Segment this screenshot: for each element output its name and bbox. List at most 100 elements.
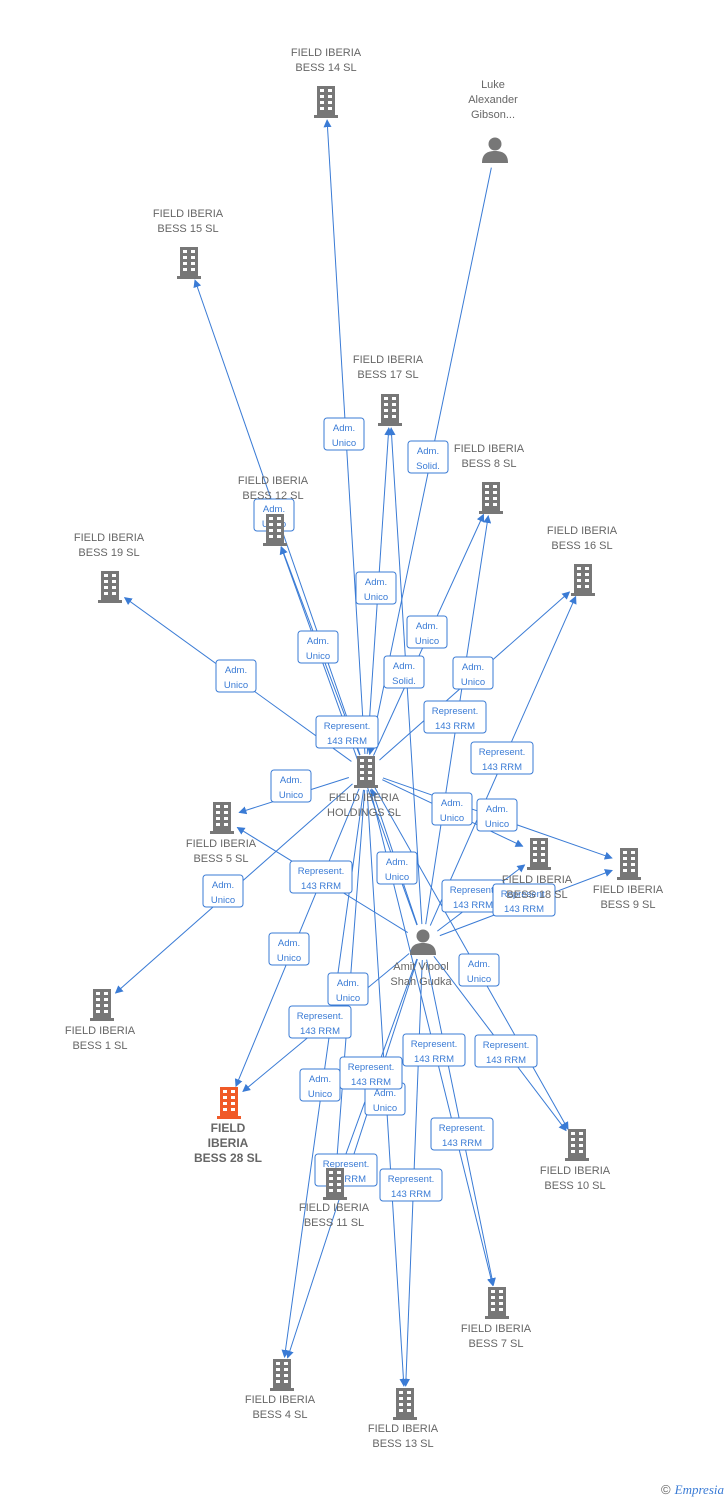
node-label: BESS 4 SL xyxy=(252,1409,307,1421)
edge-label-amit-to-b7[interactable]: Represent.143 RRM xyxy=(430,1117,494,1151)
edge-label-hold-to-b17[interactable]: Adm.Unico xyxy=(355,571,397,605)
building-icon xyxy=(98,571,122,603)
edge-label-text: Unico xyxy=(211,895,235,906)
edge-label-hold-to-b16[interactable]: Adm.Unico xyxy=(452,656,494,690)
edge-label-hold-to-b19[interactable]: Adm.Unico xyxy=(215,659,257,693)
edge-label-text: 143 RRM xyxy=(435,721,475,732)
edge-label-hold-to-b12[interactable]: Adm.Unico xyxy=(297,630,339,664)
edge-label-hold-to-b28[interactable]: Adm.Unico xyxy=(268,932,310,966)
edge-label-amit-to-b28[interactable]: Represent.143 RRM xyxy=(339,1056,403,1090)
building-icon xyxy=(378,394,402,426)
edge-label-amit-to-b18[interactable]: Represent.143 RRM xyxy=(492,883,556,917)
edge-label-text: 143 RRM xyxy=(391,1189,431,1200)
edge-label-amit-to-b13[interactable]: Represent.143 RRM xyxy=(379,1168,443,1202)
edge-label-box xyxy=(289,860,353,894)
node-luke[interactable]: LukeAlexanderGibson... xyxy=(468,79,518,163)
building-icon xyxy=(565,1129,589,1161)
edge-label-hold-to-b1[interactable]: Adm.Unico xyxy=(202,874,244,908)
edge-label-text: 143 RRM xyxy=(504,904,544,915)
edge-label-hold-to-b4[interactable]: Adm.Unico xyxy=(299,1068,341,1102)
edge-label-text: Unico xyxy=(415,636,439,647)
edge-label-amit-to-b4[interactable]: Represent.143 RRM xyxy=(402,1033,466,1067)
edge-label-amit-to-hold[interactable]: Adm.Solid. xyxy=(383,655,425,689)
edge-label-box xyxy=(431,792,473,826)
edge-label-box xyxy=(474,1034,538,1068)
edge-label-text: Adm. xyxy=(468,959,490,970)
edge-label-text: Adm. xyxy=(417,446,439,457)
edge-label-amit-to-b9[interactable]: Represent.143 RRM xyxy=(288,1005,352,1039)
edge-label-hold-to-b11[interactable]: Adm.Unico xyxy=(327,972,369,1006)
edge-label-hold-to-b14[interactable]: Adm.Unico xyxy=(323,417,365,451)
node-label: FIELD IBERIA xyxy=(502,874,573,886)
edge-label-amit-to-b8[interactable]: Represent.143 RRM xyxy=(315,715,379,749)
edge-label-hold-to-b7[interactable]: Adm.Unico xyxy=(458,953,500,987)
edge-label-hold-to-b10[interactable]: Adm.Unico xyxy=(376,851,418,885)
edge-labels-layer: Adm.Solid.Adm.UnicoAdm.UnicoAdm.UnicoAdm… xyxy=(202,417,556,1202)
edge-label-amit-to-b11[interactable]: Represent.143 RRM xyxy=(314,1153,378,1187)
node-label: IBERIA xyxy=(208,1136,249,1150)
building-icon xyxy=(571,564,595,596)
edge-label-text: Unico xyxy=(440,813,464,824)
edge-label-box xyxy=(202,874,244,908)
edge-label-text: Represent. xyxy=(483,1040,529,1051)
edge-label-text: 143 RRM xyxy=(442,1138,482,1149)
edge-label-hold-to-b13[interactable]: Adm.Unico xyxy=(364,1082,406,1116)
edge-label-text: Unico xyxy=(224,680,248,691)
edge-label-box xyxy=(339,1056,403,1090)
edge-label-amit-to-b10[interactable]: Represent.143 RRM xyxy=(474,1034,538,1068)
building-icon xyxy=(263,514,287,546)
edge-label-amit-to-b16[interactable]: Represent.143 RRM xyxy=(289,860,353,894)
edge-label-hold-to-b5[interactable]: Adm.Unico xyxy=(270,769,312,803)
node-b8[interactable]: FIELD IBERIA BESS 8 SL xyxy=(454,443,525,514)
edge-label-text: Adm. xyxy=(307,636,329,647)
edge-label-text: 143 RRM xyxy=(414,1054,454,1065)
edge-label-hold-to-b18[interactable]: Adm.Unico xyxy=(431,792,473,826)
building-icon xyxy=(485,1287,509,1319)
building-icon xyxy=(393,1388,417,1420)
node-label: FIELD IBERIA xyxy=(153,208,224,220)
edge-label-text: Adm. xyxy=(278,938,300,949)
edge-label-amit-to-b12[interactable]: Represent.143 RRM xyxy=(470,741,534,775)
building-icon xyxy=(479,482,503,514)
edge-label-text: Adm. xyxy=(486,804,508,815)
edge-label-text: Adm. xyxy=(386,857,408,868)
node-label: BESS 9 SL xyxy=(600,899,655,911)
edge-label-luke-to-hold[interactable]: Adm.Solid. xyxy=(407,440,449,474)
edge-label-text: Unico xyxy=(332,438,356,449)
node-label: FIELD IBERIA xyxy=(74,532,145,544)
node-label: BESS 8 SL xyxy=(461,458,516,470)
building-icon xyxy=(617,848,641,880)
edge-label-text: Unico xyxy=(461,677,485,688)
edge-label-hold-to-b8[interactable]: Adm.Unico xyxy=(406,615,448,649)
node-label: Alexander xyxy=(468,94,518,106)
building-icon xyxy=(210,802,234,834)
edge-label-amit-to-b17[interactable]: Represent.143 RRM xyxy=(423,700,487,734)
node-label: BESS 7 SL xyxy=(468,1338,523,1350)
node-label: HOLDINGS SL xyxy=(327,807,401,819)
brand-logo[interactable]: Empresia xyxy=(674,1482,724,1497)
edges-layer xyxy=(114,119,613,1387)
edge-label-text: 143 RRM xyxy=(351,1077,391,1088)
node-label: Gibson... xyxy=(471,109,515,121)
node-label: FIELD IBERIA xyxy=(454,443,525,455)
edge-label-hold-to-b9[interactable]: Adm.Unico xyxy=(476,798,518,832)
edge-label-text: Represent. xyxy=(298,866,344,877)
